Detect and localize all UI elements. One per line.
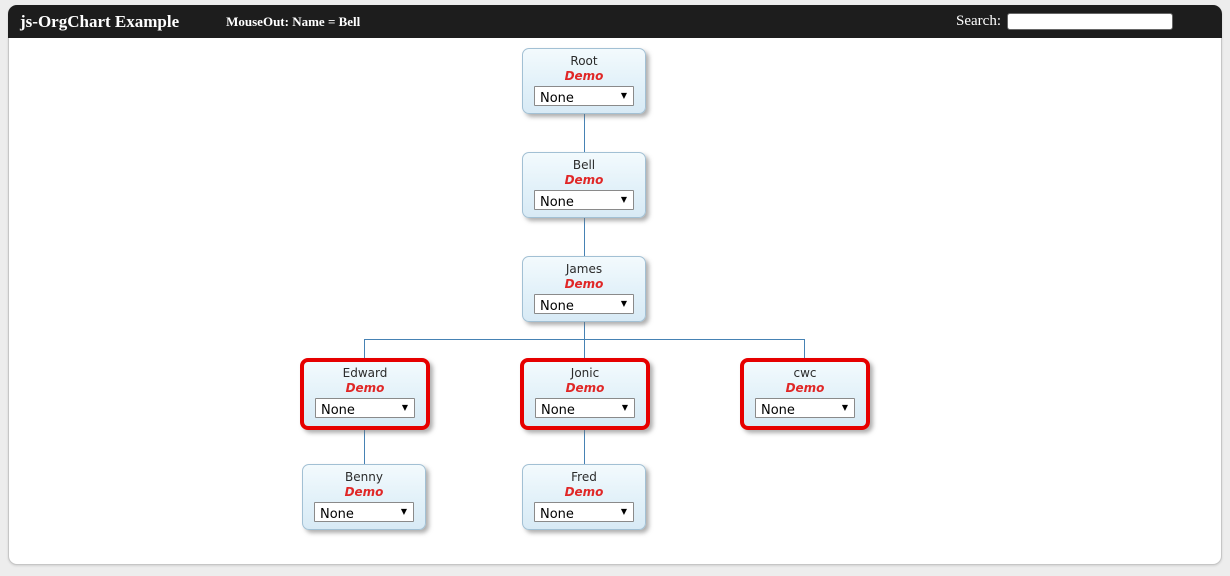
node-dropdown-value: None (761, 403, 795, 418)
node-dropdown-value: None (320, 507, 354, 522)
dropdown-arrow-icon: ▼ (400, 507, 407, 516)
node-dropdown[interactable]: None ▼ (534, 502, 634, 522)
org-node-benny[interactable]: Benny Demo None ▼ (302, 464, 426, 530)
org-node-edward[interactable]: Edward Demo None ▼ (300, 358, 430, 430)
node-dropdown-value: None (540, 91, 574, 106)
dropdown-arrow-icon: ▼ (621, 403, 628, 412)
connector-james-down (584, 322, 585, 340)
node-name: Bell (572, 158, 596, 172)
node-subtitle: Demo (345, 381, 385, 395)
node-dropdown[interactable]: None ▼ (534, 190, 634, 210)
connector-edward-benny (364, 430, 365, 464)
mouseout-status: MouseOut: Name = Bell (226, 13, 361, 29)
node-dropdown-value: None (540, 195, 574, 210)
node-name: cwc (793, 366, 817, 380)
dropdown-arrow-icon: ▼ (401, 403, 408, 412)
node-dropdown-value: None (541, 403, 575, 418)
node-dropdown[interactable]: None ▼ (534, 86, 634, 106)
node-name: Root (570, 54, 598, 68)
connector-children-horizontal (364, 339, 805, 340)
node-subtitle: Demo (785, 381, 825, 395)
dropdown-arrow-icon: ▼ (620, 299, 627, 308)
header-bar: js-OrgChart Example MouseOut: Name = Bel… (8, 5, 1222, 38)
node-dropdown[interactable]: None ▼ (535, 398, 635, 418)
node-dropdown[interactable]: None ▼ (755, 398, 855, 418)
node-name: Benny (345, 470, 383, 484)
node-subtitle: Demo (565, 381, 605, 395)
search-label: Search: (956, 13, 1001, 29)
node-subtitle: Demo (564, 173, 604, 187)
org-node-james[interactable]: James Demo None ▼ (522, 256, 646, 322)
org-node-bell[interactable]: Bell Demo None ▼ (522, 152, 646, 218)
dropdown-arrow-icon: ▼ (841, 403, 848, 412)
app-title: js-OrgChart Example (20, 11, 180, 31)
node-subtitle: Demo (344, 485, 384, 499)
node-name: James (565, 262, 603, 276)
dropdown-arrow-icon: ▼ (620, 91, 627, 100)
node-dropdown-value: None (540, 299, 574, 314)
node-dropdown[interactable]: None ▼ (315, 398, 415, 418)
dropdown-arrow-icon: ▼ (620, 195, 627, 204)
org-node-fred[interactable]: Fred Demo None ▼ (522, 464, 646, 530)
dropdown-arrow-icon: ▼ (620, 507, 627, 516)
connector-jonic-fred (584, 430, 585, 464)
node-dropdown[interactable]: None ▼ (314, 502, 414, 522)
node-name: Fred (571, 470, 597, 484)
connector-bell-james (584, 218, 585, 256)
connector-to-cwc (804, 340, 805, 358)
node-name: Jonic (570, 366, 600, 380)
node-subtitle: Demo (564, 485, 604, 499)
node-dropdown-value: None (540, 507, 574, 522)
node-name: Edward (342, 366, 388, 380)
node-subtitle: Demo (564, 69, 604, 83)
org-node-root[interactable]: Root Demo None ▼ (522, 48, 646, 114)
org-node-jonic[interactable]: Jonic Demo None ▼ (520, 358, 650, 430)
connector-to-jonic (584, 340, 585, 358)
node-dropdown[interactable]: None ▼ (534, 294, 634, 314)
connector-to-edward (364, 340, 365, 358)
node-dropdown-value: None (321, 403, 355, 418)
connector-root-bell (584, 114, 585, 152)
org-node-cwc[interactable]: cwc Demo None ▼ (740, 358, 870, 430)
search-input[interactable] (1007, 13, 1173, 30)
node-subtitle: Demo (564, 277, 604, 291)
